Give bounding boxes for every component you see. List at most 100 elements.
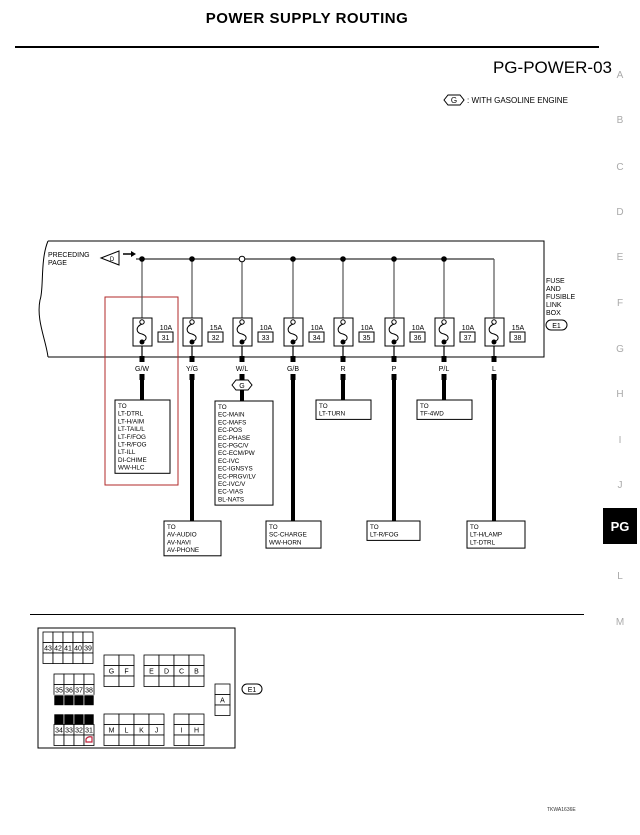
condition-g-badge: G	[231, 379, 253, 391]
section-index-j[interactable]: J	[617, 480, 623, 491]
fuse-slot	[118, 713, 135, 725]
fuse-number-box	[509, 331, 526, 343]
legend-text: : WITH GASOLINE ENGINE	[467, 95, 568, 105]
slot-label: I	[181, 727, 183, 734]
wire-color-label: G/B	[287, 366, 299, 373]
section-index-e[interactable]: E	[616, 252, 624, 263]
fuse-slot	[103, 734, 120, 746]
fuse-slot	[52, 652, 64, 664]
slot-label: K	[139, 727, 144, 734]
section-index-f[interactable]: F	[616, 298, 624, 309]
slot-label: 37	[75, 687, 83, 694]
section-index-g[interactable]: G	[616, 344, 624, 355]
fuse-terminal	[139, 319, 145, 325]
destination-item: DI-CHIME	[118, 457, 147, 464]
fuse-slot	[173, 654, 190, 666]
destination-item: BL-NATS	[218, 496, 244, 503]
fuse-slot	[63, 694, 75, 706]
terminal-block	[391, 374, 397, 380]
fuse-terminal	[441, 339, 447, 345]
destination-item: EC-PGC/V	[218, 443, 249, 450]
fuse-number-box	[157, 331, 174, 343]
fuse-slot	[83, 694, 95, 706]
fuse-slot	[42, 631, 54, 643]
terminal-block	[139, 356, 145, 362]
destination-box	[315, 399, 372, 420]
fuse-terminal	[441, 319, 447, 325]
page-title: POWER SUPPLY ROUTING	[205, 10, 409, 27]
fuse-terminal	[139, 339, 145, 345]
slot-label: 42	[54, 645, 62, 652]
destination-item: LT-F/FOG	[118, 434, 146, 441]
slot-label: 43	[44, 645, 52, 652]
fuse-slot	[143, 675, 160, 687]
fuse-terminal	[340, 339, 346, 345]
destination-item: LT-ILL	[118, 449, 136, 456]
destination-item: AV-NAVI	[167, 539, 191, 546]
section-index-d[interactable]: D	[616, 207, 624, 218]
wire-color-label: G/W	[135, 366, 149, 373]
fuse-slot	[72, 631, 84, 643]
destination-box	[114, 399, 171, 474]
fuse-slot	[118, 654, 135, 666]
section-index-i[interactable]: I	[618, 435, 622, 446]
destination-box	[366, 520, 421, 541]
slot-label: J	[155, 727, 159, 734]
fuse-number: 34	[313, 335, 321, 342]
fuse-slot	[173, 713, 190, 725]
fuse-number: 36	[414, 335, 422, 342]
terminal-block	[491, 374, 497, 380]
destination-box	[265, 520, 322, 549]
fuse-terminal	[189, 339, 195, 345]
section-index-active[interactable]: PG	[603, 508, 637, 544]
preceding-connector-icon	[99, 250, 120, 266]
section-index-b[interactable]: B	[616, 115, 624, 126]
fuse-slot	[173, 734, 190, 746]
destination-box	[214, 400, 274, 506]
terminal-block	[441, 356, 447, 362]
section-index-l[interactable]: L	[617, 571, 623, 582]
terminal-block	[239, 374, 245, 380]
slot-label: M	[109, 727, 115, 734]
fuse-element-icon	[388, 323, 399, 343]
terminal-block	[340, 356, 346, 362]
destination-item: TO	[167, 524, 176, 531]
fuse-slot	[63, 673, 75, 685]
condition-hex-icon	[231, 379, 253, 391]
fuse-terminal	[189, 319, 195, 325]
fuse-terminal	[391, 319, 397, 325]
slot-label: 40	[74, 645, 82, 652]
terminal-block	[491, 356, 497, 362]
fuse-rating: 10A	[412, 325, 425, 332]
terminal-block	[290, 374, 296, 380]
section-index-h[interactable]: H	[616, 389, 624, 400]
terminal-block	[391, 356, 397, 362]
destination-item: LT-TURN	[319, 411, 346, 418]
fuse-slot	[62, 631, 74, 643]
junction-open	[238, 255, 246, 263]
section-index-a[interactable]: A	[616, 70, 624, 81]
fuse-slot	[82, 652, 94, 664]
fuse-slot	[133, 713, 150, 725]
fuse-slot	[118, 734, 135, 746]
header-rule	[15, 46, 599, 48]
destination-item: EC-IGNSYS	[218, 466, 253, 473]
section-index-c[interactable]: C	[616, 162, 624, 173]
fuse-rating: 15A	[210, 325, 223, 332]
fuse-slot	[158, 675, 175, 687]
wire-color-label: W/L	[236, 366, 249, 373]
legend: G : WITH GASOLINE ENGINE	[443, 94, 568, 106]
preceding-connector-label: D	[110, 257, 115, 263]
wire-color-label: R	[340, 366, 345, 373]
fuse-number-box	[308, 331, 325, 343]
section-index-m[interactable]: M	[615, 617, 625, 628]
connector-id: E1	[552, 323, 561, 330]
destination-item: WW-HORN	[269, 539, 302, 546]
destination-item: EC-VIAS	[218, 489, 243, 496]
